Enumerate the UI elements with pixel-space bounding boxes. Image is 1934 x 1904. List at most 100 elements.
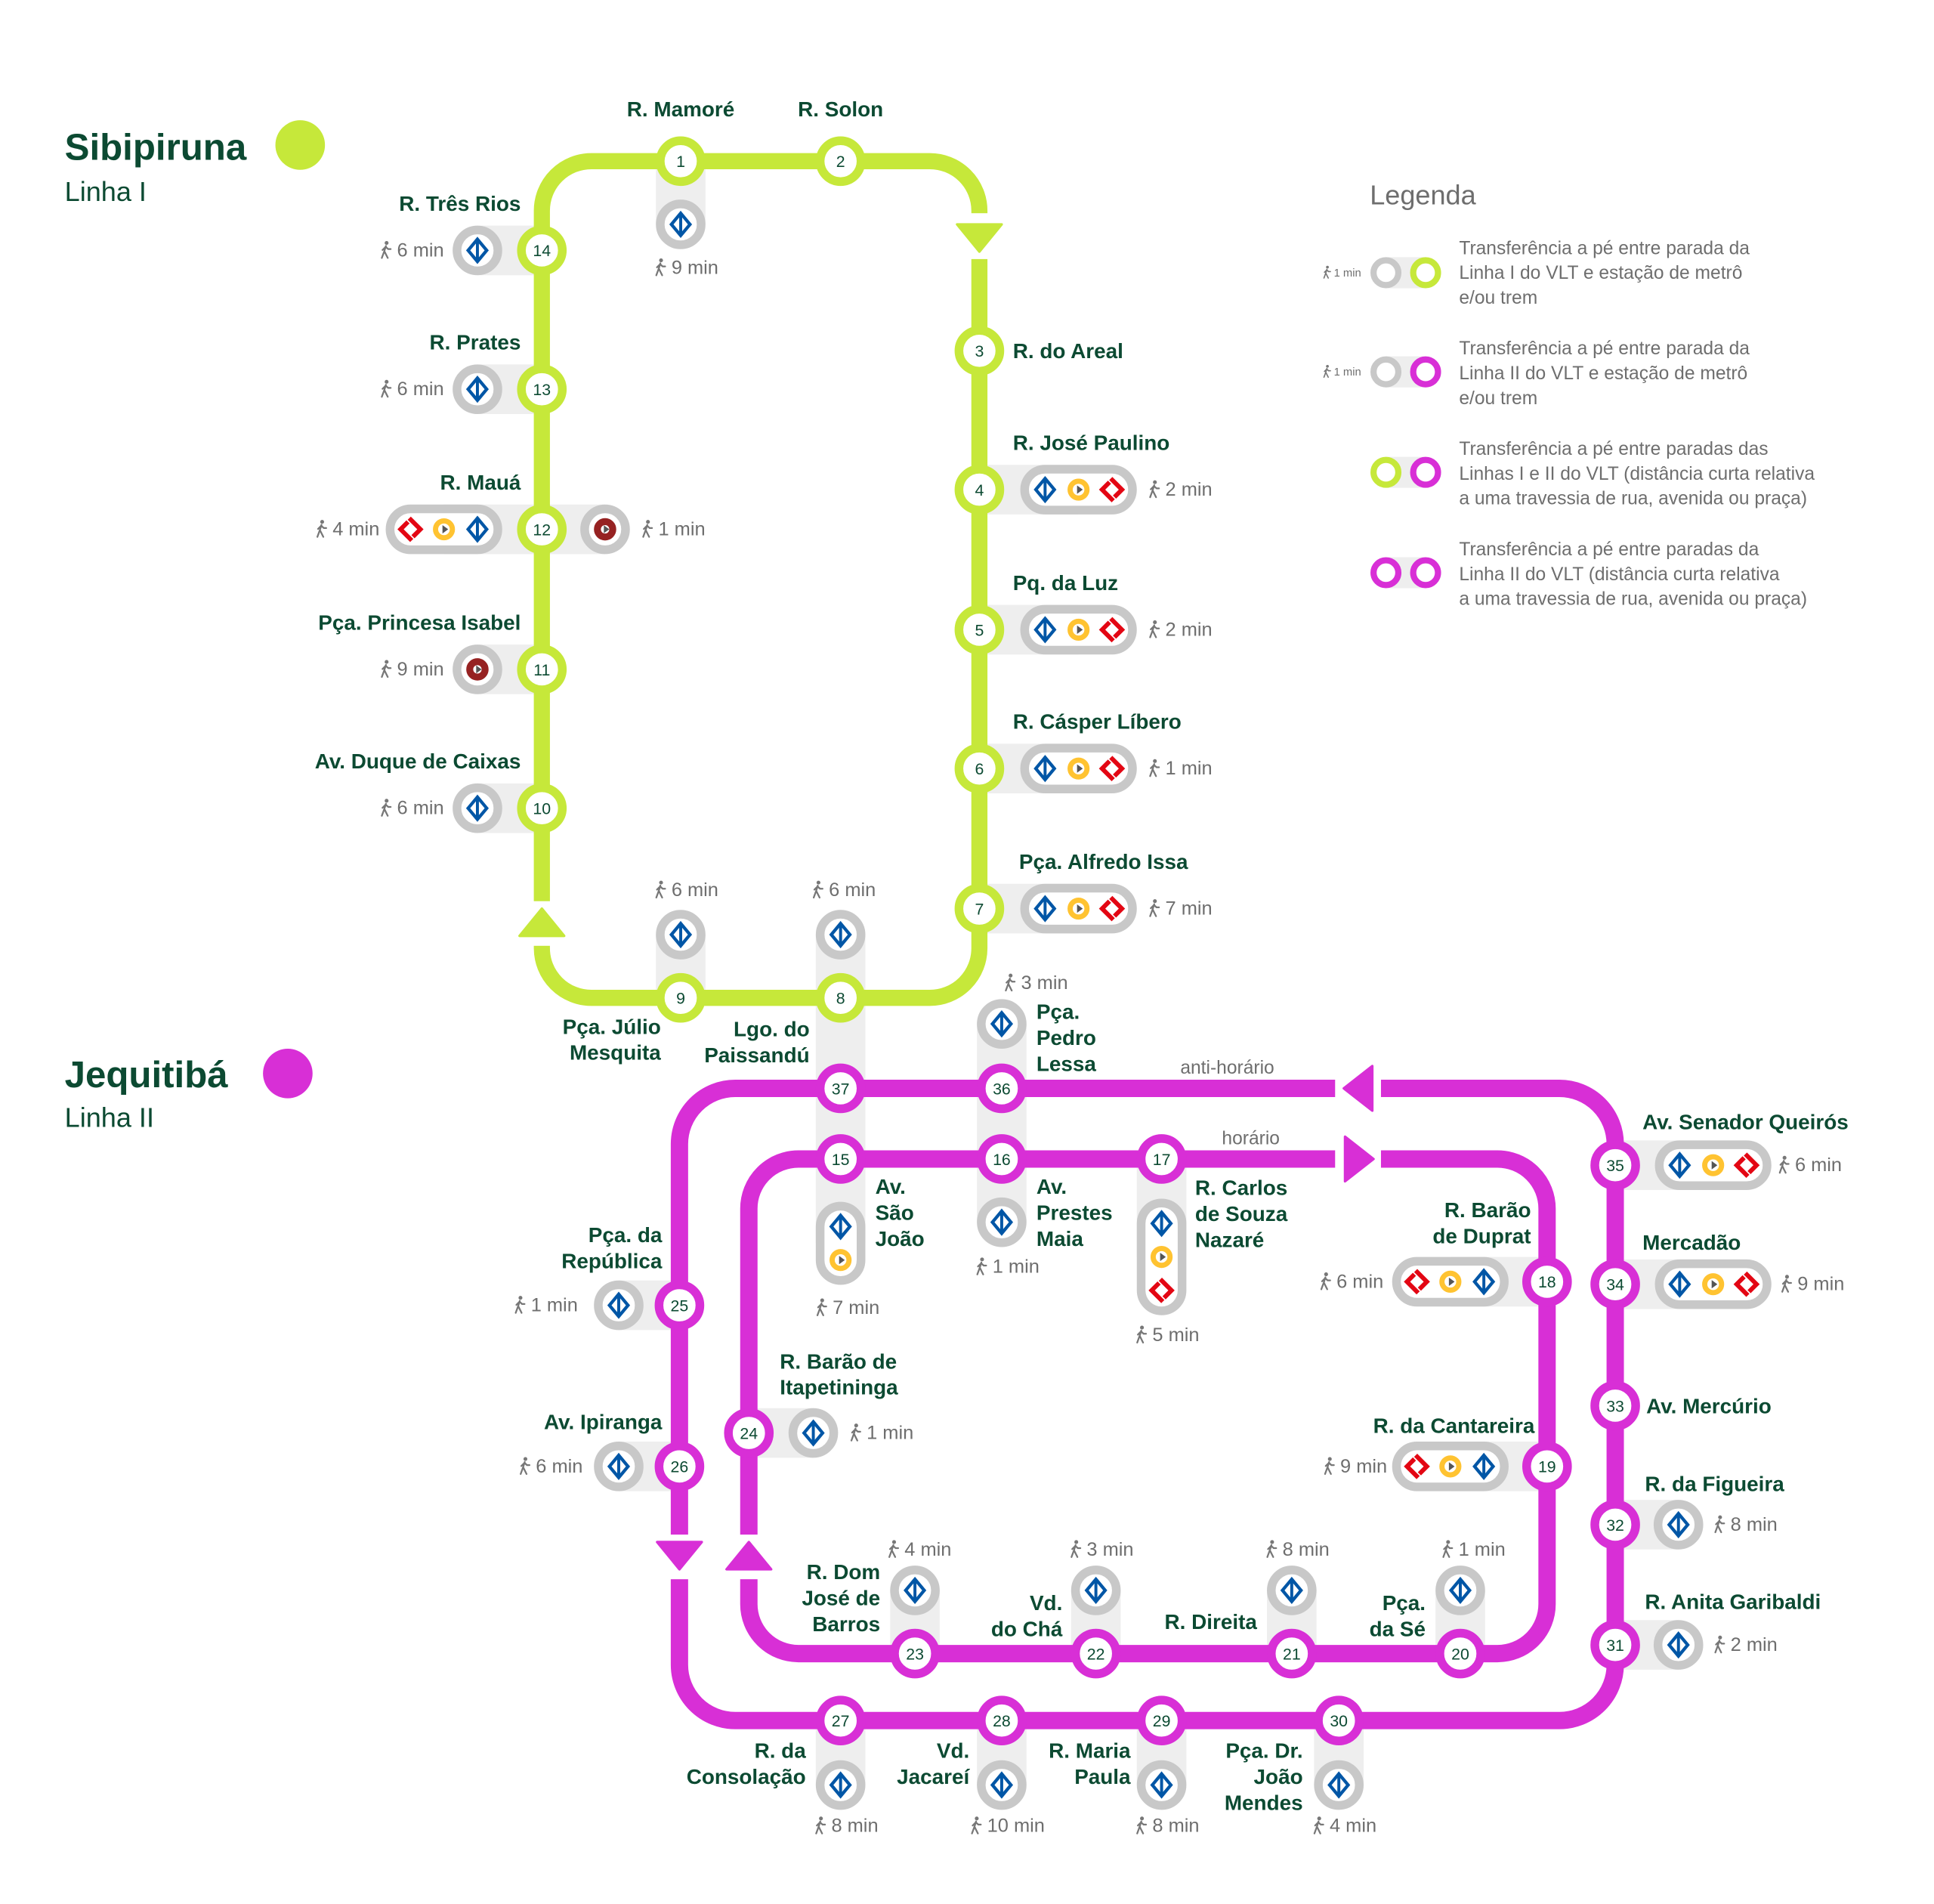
station-name-line: R. Anita Garibaldi (1645, 1590, 1821, 1614)
legend-text-line: Transferência a pé entre parada da (1459, 238, 1750, 258)
walk-transfer: 6 min (1320, 1271, 1383, 1292)
direction-arrow-up-icon (518, 907, 566, 938)
walk-transfer: 6 min (1778, 1154, 1842, 1176)
station-name-line: R. Cásper Líbero (1013, 710, 1182, 734)
walk-time: 7 min (833, 1297, 879, 1318)
station-number: 12 (533, 521, 551, 539)
walk-time: 4 min (1330, 1816, 1376, 1837)
legend-text-line: Transferência a pé entre parada da (1459, 338, 1750, 359)
station-name: R. Solon (798, 97, 883, 121)
station-37: 37 (815, 1063, 866, 1114)
line-I-track (533, 153, 988, 1006)
station-name-line: Av. (1037, 1175, 1067, 1198)
transfer-ring-icon (1370, 257, 1402, 289)
walk-icon (381, 798, 392, 817)
station-name-line: Consolação (687, 1765, 806, 1788)
metro-icon (990, 1010, 1014, 1038)
walk-transfer: 7 min (1149, 898, 1213, 920)
metro-icon (1033, 475, 1057, 504)
transfer-group: 9 min (655, 199, 718, 278)
station-marker (1590, 1140, 1640, 1190)
metro-icon (1667, 1631, 1690, 1659)
line-II-ring-icon (1370, 557, 1402, 589)
cptm-train-icon (1148, 1278, 1175, 1303)
walk-transfer: 1 min (642, 519, 706, 540)
station-name-line: Pça. Júlio (563, 1015, 661, 1038)
station-number: 33 (1606, 1397, 1624, 1415)
station-name: R. Prates (430, 331, 521, 354)
station-name-line: R. José Paulino (1013, 431, 1170, 455)
station-number: 14 (533, 242, 551, 260)
station-marker (815, 136, 866, 187)
walk-icon (1323, 265, 1331, 279)
station-number: 4 (975, 481, 984, 499)
walk-time: 6 min (397, 240, 444, 261)
station-name-line: José de (802, 1587, 880, 1610)
station-marker (1136, 1134, 1187, 1184)
metro-icon (607, 1291, 631, 1319)
walk-icon (655, 258, 666, 277)
legend-text-line: Linha II do VLT (distância curta relativ… (1459, 564, 1780, 585)
legend-walk-time: 1 min (1334, 267, 1361, 280)
walk-time: 4 min (332, 519, 379, 540)
walk-time: 9 min (672, 257, 718, 278)
transfer-group: 2 min (1020, 604, 1213, 655)
station-name: R. Mauá (440, 471, 521, 494)
station-number: 35 (1606, 1157, 1624, 1175)
walk-time: 6 min (397, 379, 444, 400)
cptm-train-icon (1733, 1271, 1760, 1297)
transfer-group: 1 min (514, 1280, 644, 1331)
walk-transfer: 1 min (976, 1256, 1040, 1278)
station-number: 25 (671, 1297, 689, 1315)
walk-transfer: 9 min (381, 659, 444, 680)
yellow-line-icon (1439, 1455, 1462, 1478)
transfer-group: 9 min (1654, 1259, 1844, 1309)
transfer-group: 4 min (1313, 1760, 1376, 1837)
metro-icon (1033, 895, 1057, 923)
station-number: 36 (993, 1080, 1011, 1098)
walk-transfer: 6 min (381, 379, 444, 400)
station-name-line: R. Maria (1049, 1739, 1131, 1762)
station-name-line: R. Barão (1444, 1198, 1531, 1222)
transfer-group: 1 min (580, 504, 706, 555)
station-name-line: Pça. Alfredo Issa (1019, 850, 1188, 873)
walk-icon (1149, 620, 1160, 638)
station-name-line: Av. Mercúrio (1646, 1394, 1772, 1417)
line-II-route: anti-horário horário (656, 1058, 1624, 1729)
line-II-ring-icon (1410, 557, 1441, 589)
station-marker (954, 883, 1005, 934)
metro-icon (829, 1771, 852, 1799)
station-marker (1070, 1628, 1121, 1679)
station-name-line: R. Carlos (1195, 1176, 1287, 1200)
station-name-line: Paula (1074, 1765, 1131, 1788)
legend-item: 1 min Transferência a pé entre parada da… (1323, 338, 1750, 409)
station-number: 34 (1606, 1276, 1624, 1294)
yellow-line-icon (1702, 1154, 1725, 1176)
walk-transfer: 3 min (1005, 972, 1068, 994)
station-name: Pq. da Luz (1013, 571, 1118, 595)
station-marker (1267, 1628, 1317, 1679)
station-number: 28 (993, 1712, 1011, 1730)
station-marker (1590, 1380, 1640, 1431)
walk-icon (1070, 1539, 1082, 1558)
station-number: 27 (832, 1712, 850, 1730)
station-marker (656, 136, 706, 187)
yellow-line-icon (1067, 618, 1090, 641)
walk-time: 7 min (1166, 898, 1213, 920)
metro-icon (1033, 616, 1057, 644)
transfer-group: 8 min (1136, 1760, 1200, 1837)
metro-icon (1150, 1771, 1173, 1799)
line-II-header: Jequitibá Linha II (65, 1048, 313, 1133)
